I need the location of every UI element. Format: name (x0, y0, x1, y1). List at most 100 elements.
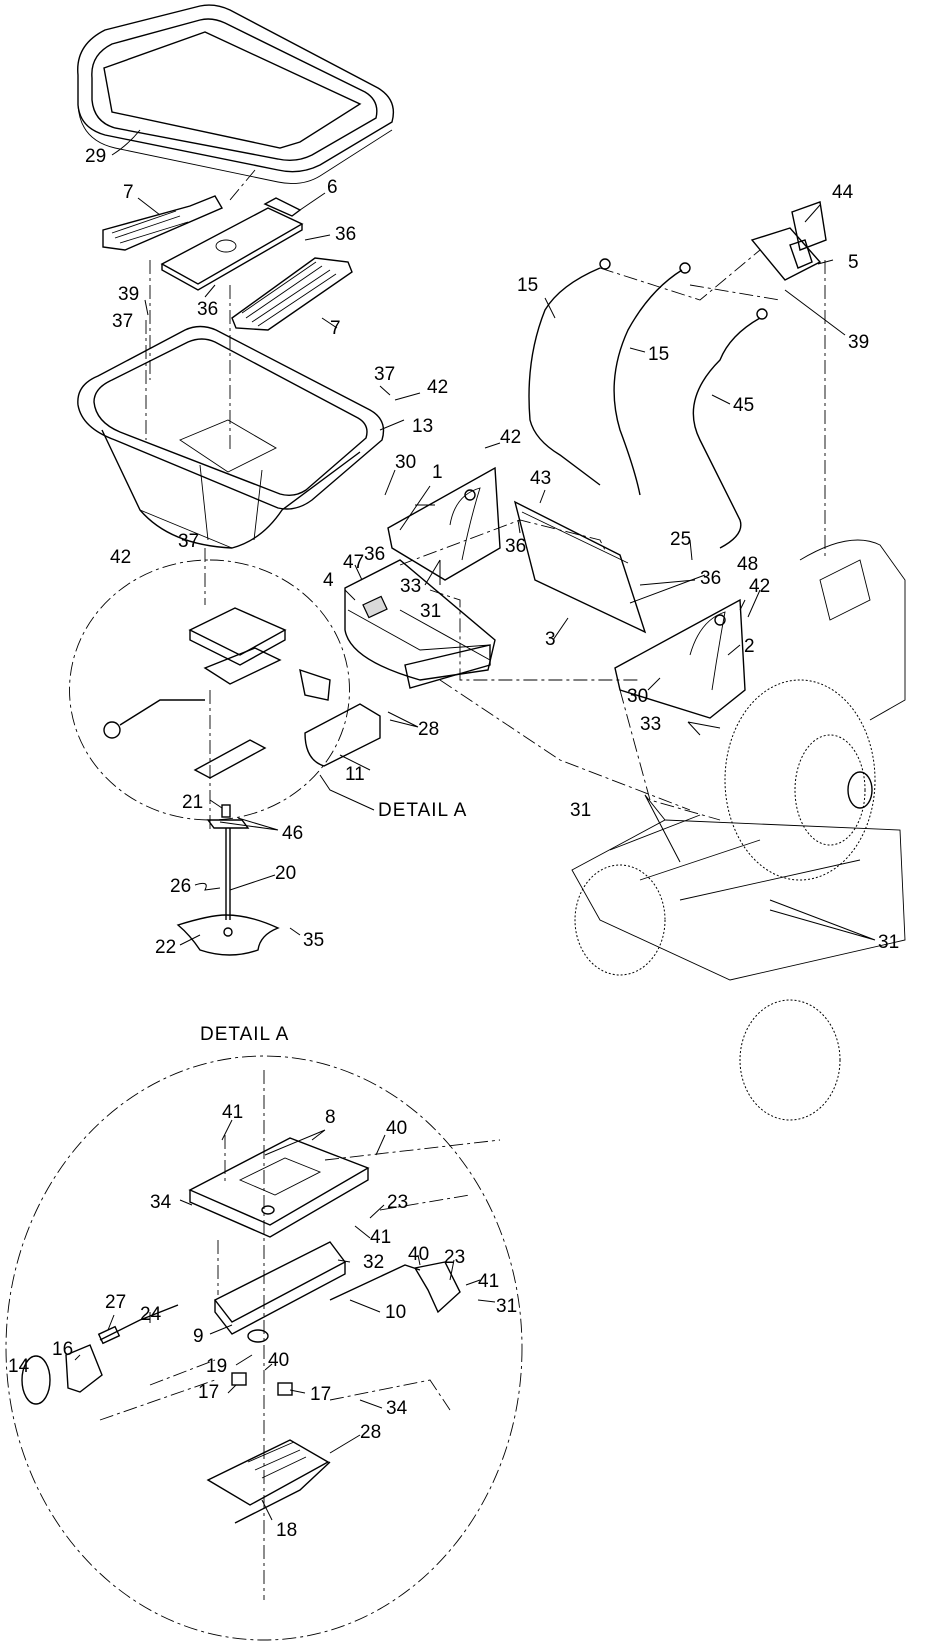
assembly-guide-lines (145, 169, 826, 830)
callout-16: 16 (52, 1339, 73, 1360)
callout-36: 36 (505, 536, 526, 557)
callout-26: 26 (170, 876, 191, 897)
detail-guide-lines (99, 1070, 501, 1600)
callout-28: 28 (418, 719, 439, 740)
leader-lines-detail (74, 1119, 496, 1521)
callout-33: 33 (400, 576, 421, 597)
detail-gearbox-top-plate (188, 1137, 370, 1238)
callout-19: 19 (206, 1356, 227, 1377)
callout-42: 42 (749, 576, 770, 597)
callout-41: 41 (478, 1271, 499, 1292)
callout-3: 3 (545, 629, 556, 650)
detail-a-boundary (69, 559, 350, 821)
detail-knob-assembly (21, 1304, 179, 1405)
callout-48: 48 (737, 554, 758, 575)
callout-23: 23 (387, 1192, 408, 1213)
callout-28: 28 (360, 1422, 381, 1443)
callout-36: 36 (700, 568, 721, 589)
callout-8: 8 (325, 1107, 336, 1128)
spreader-gearbox-assembly (103, 607, 331, 779)
deflector-plate-left (102, 195, 224, 251)
callout-46: 46 (282, 823, 303, 844)
control-cable-3 (692, 308, 768, 549)
callout-35: 35 (303, 930, 324, 951)
rear-mount-plate (513, 500, 647, 634)
callout-33: 33 (640, 714, 661, 735)
callout-15: 15 (648, 344, 669, 365)
callout-1: 1 (432, 462, 443, 483)
callout-40: 40 (386, 1118, 407, 1139)
callout-41: 41 (222, 1102, 243, 1123)
tractor-chassis (571, 539, 906, 1121)
callout-34: 34 (150, 1192, 172, 1213)
hopper (77, 325, 385, 549)
mount-bracket-left (387, 466, 501, 581)
callout-13: 13 (412, 416, 433, 437)
callout-42: 42 (427, 377, 448, 398)
callout-32: 32 (363, 1252, 384, 1273)
callout-27: 27 (105, 1292, 126, 1313)
callout-36: 36 (335, 224, 356, 245)
callout-labels-main: 29 7 6 36 39 37 36 7 37 42 13 44 5 39 15… (85, 146, 899, 958)
callout-31: 31 (420, 601, 441, 622)
callout-42: 42 (110, 547, 131, 568)
callout-20: 20 (275, 863, 296, 884)
callout-21: 21 (182, 792, 203, 813)
callout-17: 17 (198, 1382, 219, 1403)
callout-43: 43 (530, 468, 551, 489)
callout-31: 31 (496, 1296, 517, 1317)
mount-bracket-right (614, 598, 746, 719)
detail-a-label: DETAIL A (378, 800, 467, 821)
baffle-plate (160, 197, 304, 291)
callout-36: 36 (364, 544, 385, 565)
callout-18: 18 (276, 1520, 297, 1541)
callout-39: 39 (848, 332, 869, 353)
callout-labels-detail: 41 8 40 34 23 41 32 40 23 41 31 27 24 16… (8, 1102, 517, 1541)
callout-37: 37 (178, 531, 199, 552)
deflector-plate-right (231, 257, 353, 331)
detail-a-enlarged-boundary (5, 1055, 523, 1641)
callout-11: 11 (345, 764, 365, 785)
callout-45: 45 (733, 395, 754, 416)
callout-14: 14 (8, 1356, 30, 1377)
callout-23: 23 (444, 1247, 465, 1268)
callout-34: 34 (386, 1398, 408, 1419)
callout-7: 7 (330, 318, 341, 339)
callout-37: 37 (112, 311, 133, 332)
decal (791, 201, 827, 251)
hopper-cover (77, 4, 395, 184)
control-cable-2 (613, 262, 691, 496)
callout-22: 22 (155, 937, 176, 958)
callout-39: 39 (118, 284, 139, 305)
callout-10: 10 (385, 1302, 406, 1323)
callout-31: 31 (878, 932, 899, 953)
spinner-disk (176, 914, 280, 956)
callout-41: 41 (370, 1227, 391, 1248)
callout-29: 29 (85, 146, 106, 167)
callout-7: 7 (123, 182, 134, 203)
callout-24: 24 (140, 1304, 162, 1325)
callout-31: 31 (570, 800, 591, 821)
front-mount-bracket (344, 559, 496, 689)
detail-agitator-rod (329, 1261, 461, 1314)
callout-42: 42 (500, 427, 521, 448)
callout-40: 40 (268, 1350, 289, 1371)
callout-9: 9 (193, 1326, 204, 1347)
detail-gearbox-housing (213, 1241, 347, 1343)
detail-bushings (231, 1372, 293, 1396)
control-cable-1 (528, 258, 611, 486)
callout-17: 17 (310, 1384, 331, 1405)
callout-4: 4 (323, 570, 334, 591)
leader-lines-main (111, 129, 876, 946)
callout-15: 15 (517, 275, 538, 296)
callout-47: 47 (343, 552, 364, 573)
callout-5: 5 (848, 252, 859, 273)
spinner-guard (304, 703, 381, 767)
callout-30: 30 (395, 452, 416, 473)
impeller-shaft (206, 804, 250, 920)
cable-bracket (750, 227, 822, 281)
callout-6: 6 (327, 177, 338, 198)
detail-a-heading: DETAIL A (200, 1024, 289, 1045)
callout-40: 40 (408, 1244, 429, 1265)
